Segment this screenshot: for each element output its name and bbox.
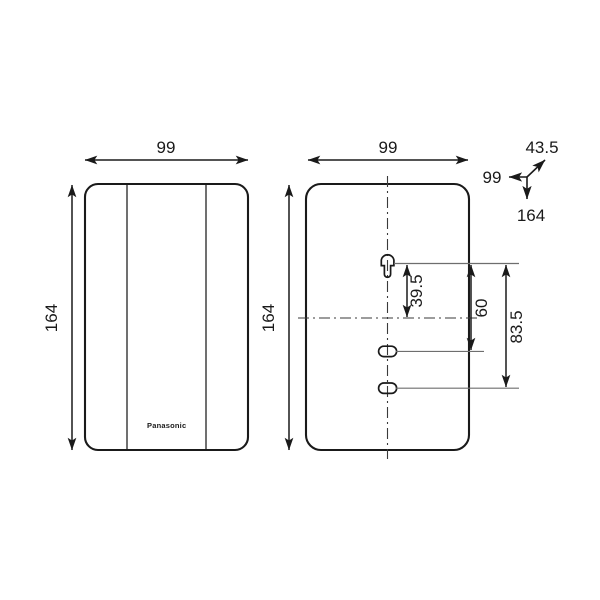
rear-width-label: 99 — [379, 138, 398, 157]
brand-logo: Panasonic — [147, 421, 186, 430]
rear-view-group: 99 164 — [259, 138, 526, 459]
dimension-39-5: 39.5 — [402, 264, 426, 318]
rear-height-dimension: 164 — [259, 184, 294, 451]
dim-83-5-label: 83.5 — [507, 310, 526, 343]
front-height-dimension: 164 — [42, 184, 77, 451]
top-keyhole-slot — [380, 253, 395, 279]
rear-height-label: 164 — [259, 304, 278, 332]
rear-width-dimension: 99 — [307, 138, 469, 165]
orientation-axes-group: 43.5 99 164 — [483, 138, 559, 225]
front-enclosure-outline — [83, 182, 250, 452]
front-view-group: 99 164 Panasonic — [42, 138, 250, 452]
dim-39-5-label: 39.5 — [407, 274, 426, 307]
axis-width-label: 99 — [483, 168, 502, 187]
top-keyhole-shape — [380, 253, 395, 279]
front-width-label: 99 — [157, 138, 176, 157]
front-width-dimension: 99 — [84, 138, 249, 165]
dimension-60: 60 — [466, 264, 491, 351]
axis-height-label: 164 — [517, 206, 545, 225]
axis-depth-label: 43.5 — [525, 138, 558, 157]
dimension-83-5: 83.5 — [501, 264, 526, 388]
axis-depth-line — [526, 159, 546, 178]
front-height-label: 164 — [42, 304, 61, 332]
dim-60-label: 60 — [472, 299, 491, 318]
